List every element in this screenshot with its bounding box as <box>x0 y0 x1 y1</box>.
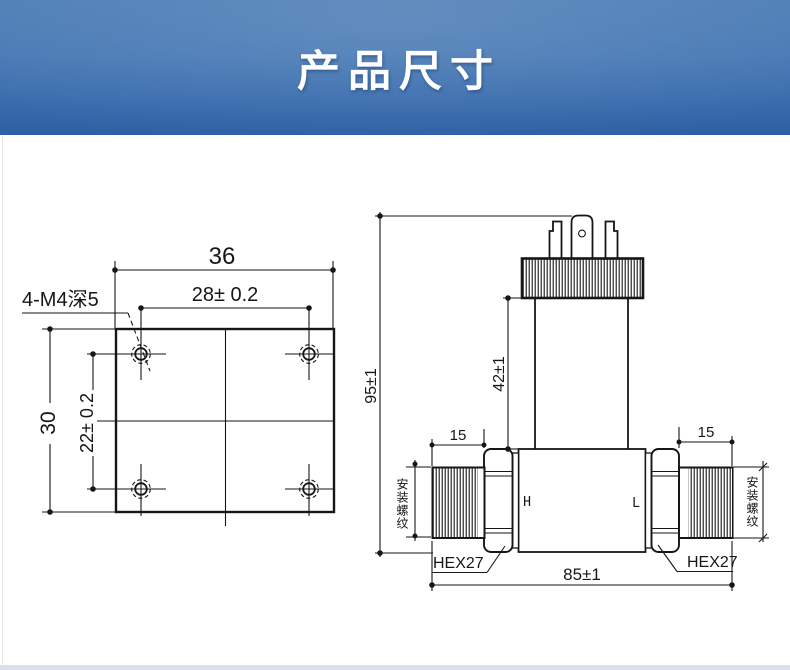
dim-upper-section: 42±1 <box>491 295 522 452</box>
low-port-label: L <box>632 496 640 511</box>
left-hex-nut <box>483 448 514 553</box>
dim-text-95: 95±1 <box>363 368 380 404</box>
hole-circle <box>302 482 316 496</box>
hole-thread-circle <box>131 344 151 364</box>
mounting-holes <box>131 344 319 499</box>
hex27-right-text: HEX27 <box>687 554 738 571</box>
hole-thread-circle <box>131 479 151 499</box>
right-thread-label: 安装螺纹 <box>745 476 759 528</box>
banner: 产品尺寸 <box>0 0 790 135</box>
thread-note-text: 4-M4深5 <box>22 288 99 311</box>
dim-right-thread-length: 15 <box>676 424 735 466</box>
left-thread-label: 安装螺纹 <box>395 478 409 530</box>
dim-text-36: 36 <box>209 243 236 270</box>
dim-text-42: 42±1 <box>491 356 508 392</box>
dim-text-30: 30 <box>37 411 60 434</box>
blade-hole <box>578 229 586 238</box>
left-hex-callout: HEX27 <box>432 545 506 574</box>
right-hex-nut <box>650 448 680 553</box>
dim-overall-height: 95±1 <box>363 212 572 557</box>
footer-strip <box>0 665 790 670</box>
dim-text-15-left: 15 <box>450 427 467 444</box>
dim-plate-width: 36 <box>112 243 336 329</box>
dim-text-22: 22± 0.2 <box>77 393 97 453</box>
cylindrical-housing <box>534 298 629 449</box>
hole-thread-circle <box>299 479 319 499</box>
dim-hole-spacing-vertical: 22± 0.2 <box>77 351 97 492</box>
knurled-connector-nut <box>520 257 645 300</box>
transmitter-side-view: H L 95±1 <box>363 212 769 591</box>
dim-hole-spacing-horizontal: 28± 0.2 <box>138 284 312 311</box>
page-title: 产品尺寸 <box>297 47 501 96</box>
dim-left-thread-length: 15 <box>429 427 487 466</box>
hole-circle <box>134 482 148 496</box>
sensor-body <box>517 448 647 553</box>
electrical-connector <box>548 214 619 258</box>
dim-right-thread-od <box>733 461 769 543</box>
plate-top-view: 36 28± 0.2 30 22± 0. <box>22 243 336 526</box>
page-edge-line <box>2 135 3 665</box>
dim-left-thread-od <box>406 460 431 541</box>
hex27-left-text: HEX27 <box>433 555 484 572</box>
high-port-label: H <box>523 495 531 510</box>
dim-text-28: 28± 0.2 <box>192 284 259 306</box>
dim-overall-width: 85±1 <box>429 541 735 591</box>
connector-center-blade <box>570 214 594 258</box>
dim-text-85: 85±1 <box>563 565 601 584</box>
dim-plate-height: 30 <box>37 326 116 515</box>
hole-thread-circle <box>299 344 319 364</box>
right-hex-callout: HEX27 <box>657 544 738 573</box>
thread-note-callout: 4-M4深5 <box>22 288 151 372</box>
right-thread <box>678 466 734 539</box>
leader-line <box>127 312 151 372</box>
dim-text-15-right: 15 <box>698 424 715 441</box>
connector-right-pin <box>604 220 619 258</box>
left-thread <box>431 466 486 539</box>
hole-circle <box>302 347 316 361</box>
hole-crosslines <box>87 308 333 516</box>
connector-left-pin <box>548 220 563 258</box>
